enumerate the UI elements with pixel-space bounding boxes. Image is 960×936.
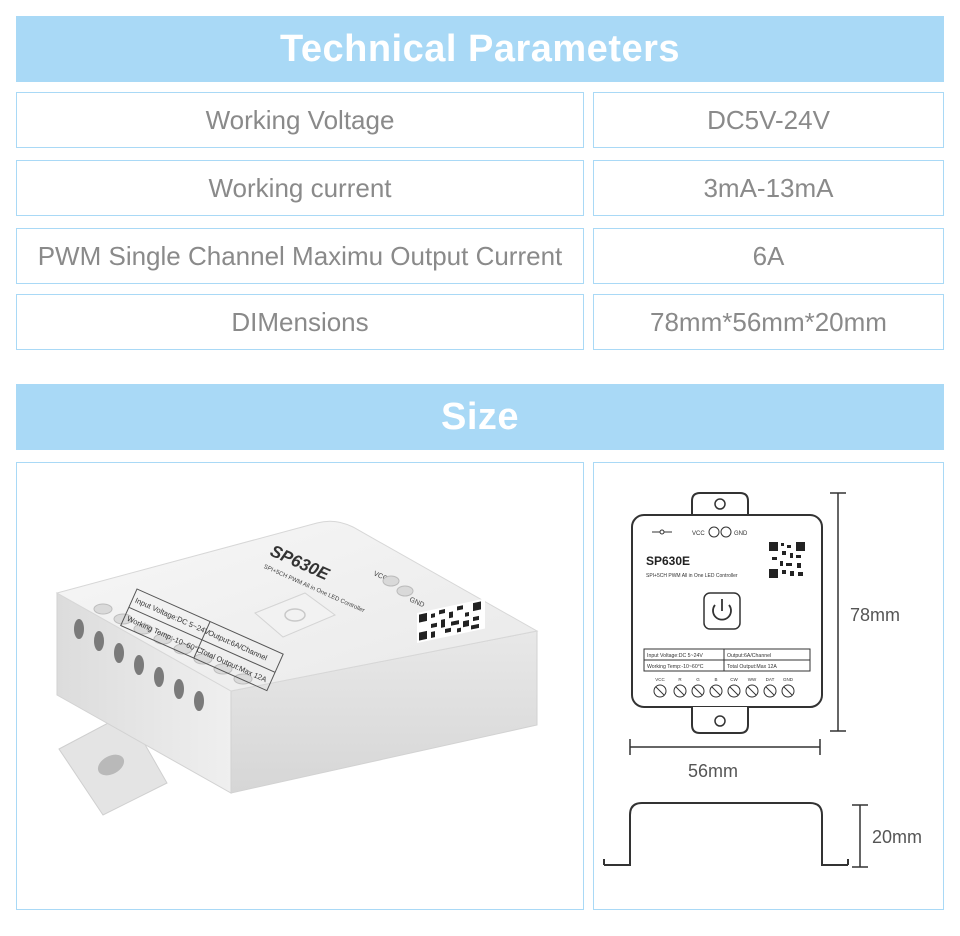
size-title: Size	[440, 395, 520, 438]
mounting-hole	[97, 754, 125, 776]
product-photo-panel: Input Voltage:DC 5~24V Working Temp:-10~…	[16, 462, 584, 910]
diagram-input-voltage: Input Voltage:DC 5~24V	[647, 653, 703, 659]
technical-parameters-banner: Technical Parameters	[16, 16, 944, 82]
front-terminal-holes	[74, 619, 204, 711]
screw-icon	[720, 526, 732, 538]
size-banner: Size	[16, 384, 944, 450]
svg-text:DAT: DAT	[766, 677, 775, 682]
diagram-spec-table: Input Voltage:DC 5~24V Output:6A/Channel…	[643, 648, 811, 672]
height-dimension-line	[830, 492, 846, 732]
diagram-subtitle: SPI+5CH PWM All in One LED Controller	[646, 573, 738, 579]
depth-dimension-line	[852, 804, 868, 868]
diagram-model: SP630E	[646, 554, 690, 568]
depth-label: 20mm	[872, 827, 922, 847]
diagram-working-temp: Working Temp:-10~60°C	[647, 664, 704, 670]
svg-text:GND: GND	[783, 677, 794, 682]
param-label-dimensions: DIMensions	[16, 294, 584, 350]
diagram-vcc: VCC	[692, 531, 705, 537]
technical-parameters-title: Technical Parameters	[279, 27, 681, 70]
qr-code-photo	[417, 598, 485, 643]
screw-icon	[396, 585, 414, 597]
width-dimension-line	[629, 739, 821, 755]
qr-code-diagram	[768, 541, 806, 579]
param-value-dimensions: 78mm*56mm*20mm	[593, 294, 944, 350]
svg-text:WW: WW	[748, 677, 757, 682]
diagram-gnd: GND	[734, 531, 748, 537]
screw-icon	[708, 526, 720, 538]
diagram-terminals: VCC R G B CW WW DAT GND	[653, 677, 795, 698]
svg-text:R: R	[678, 677, 682, 682]
diagram-total-output: Total Output:Max 12A	[727, 664, 777, 670]
power-icon	[712, 599, 732, 621]
power-button-photo	[254, 592, 337, 638]
top-terminals	[93, 603, 253, 685]
param-value-current: 3mA-13mA	[593, 160, 944, 216]
svg-text:B: B	[714, 677, 717, 682]
param-label-current: Working current	[16, 160, 584, 216]
param-label-voltage: Working Voltage	[16, 92, 584, 148]
screw-icon	[382, 575, 400, 587]
svg-text:CW: CW	[730, 677, 738, 682]
svg-text:VCC: VCC	[655, 677, 665, 682]
param-value-output-current: 6A	[593, 228, 944, 284]
height-label: 78mm	[850, 605, 900, 625]
param-value-voltage: DC5V-24V	[593, 92, 944, 148]
svg-text:G: G	[696, 677, 700, 682]
controller-photo: Input Voltage:DC 5~24V Working Temp:-10~…	[55, 520, 539, 816]
side-profile	[604, 802, 848, 866]
param-label-output-current: PWM Single Channel Maximu Output Current	[16, 228, 584, 284]
diagram-output: Output:6A/Channel	[727, 653, 771, 659]
width-label: 56mm	[688, 761, 738, 781]
power-connector-icon	[652, 529, 672, 535]
dimension-diagram-panel: VCC GND SP630E SPI+5CH PWM All in One LE…	[593, 462, 944, 910]
dimension-diagram: VCC GND SP630E SPI+5CH PWM All in One LE…	[603, 492, 922, 868]
